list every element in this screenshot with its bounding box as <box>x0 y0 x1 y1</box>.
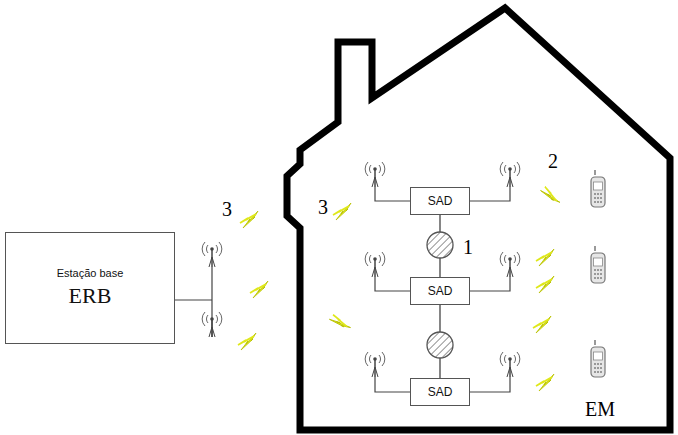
radio-link <box>328 311 350 334</box>
callout-number: 3 <box>318 196 328 219</box>
mobile-phone <box>591 170 605 207</box>
radio-link <box>536 276 554 293</box>
radio-link <box>333 203 351 220</box>
sad-box: SAD <box>410 187 470 215</box>
box-label: SAD <box>428 194 453 208</box>
callout-number: 2 <box>548 150 558 173</box>
box-label: SAD <box>428 385 453 399</box>
mobile-phone <box>591 340 605 377</box>
radio-link <box>536 374 554 391</box>
mobile-phone <box>591 246 605 283</box>
antenna <box>365 252 385 277</box>
base-station-box: Estação baseERB <box>5 232 175 344</box>
splitter <box>427 232 453 258</box>
erb-feed <box>175 267 212 337</box>
sad-box: SAD <box>410 277 470 305</box>
box-label: SAD <box>428 284 453 298</box>
radio-link <box>533 316 551 333</box>
antenna <box>202 242 222 267</box>
antenna <box>365 162 385 187</box>
antenna <box>500 252 520 277</box>
radio-link <box>540 185 560 206</box>
antenna <box>500 162 520 187</box>
box-subtitle: ERB <box>69 283 112 309</box>
antenna <box>500 352 520 377</box>
antenna <box>365 352 385 377</box>
sad-feeds <box>375 187 510 392</box>
radio-link <box>536 249 554 266</box>
callout-number: 3 <box>222 198 232 221</box>
callout-number: 1 <box>463 236 473 259</box>
radio-link <box>250 281 268 298</box>
box-label: Estação base <box>57 267 124 279</box>
splitter <box>427 332 453 358</box>
antenna <box>202 312 222 337</box>
device-label: EM <box>585 398 615 421</box>
radio-link <box>240 211 258 228</box>
sad-box: SAD <box>410 378 470 406</box>
house-outline <box>287 8 670 430</box>
radio-link <box>238 333 256 350</box>
